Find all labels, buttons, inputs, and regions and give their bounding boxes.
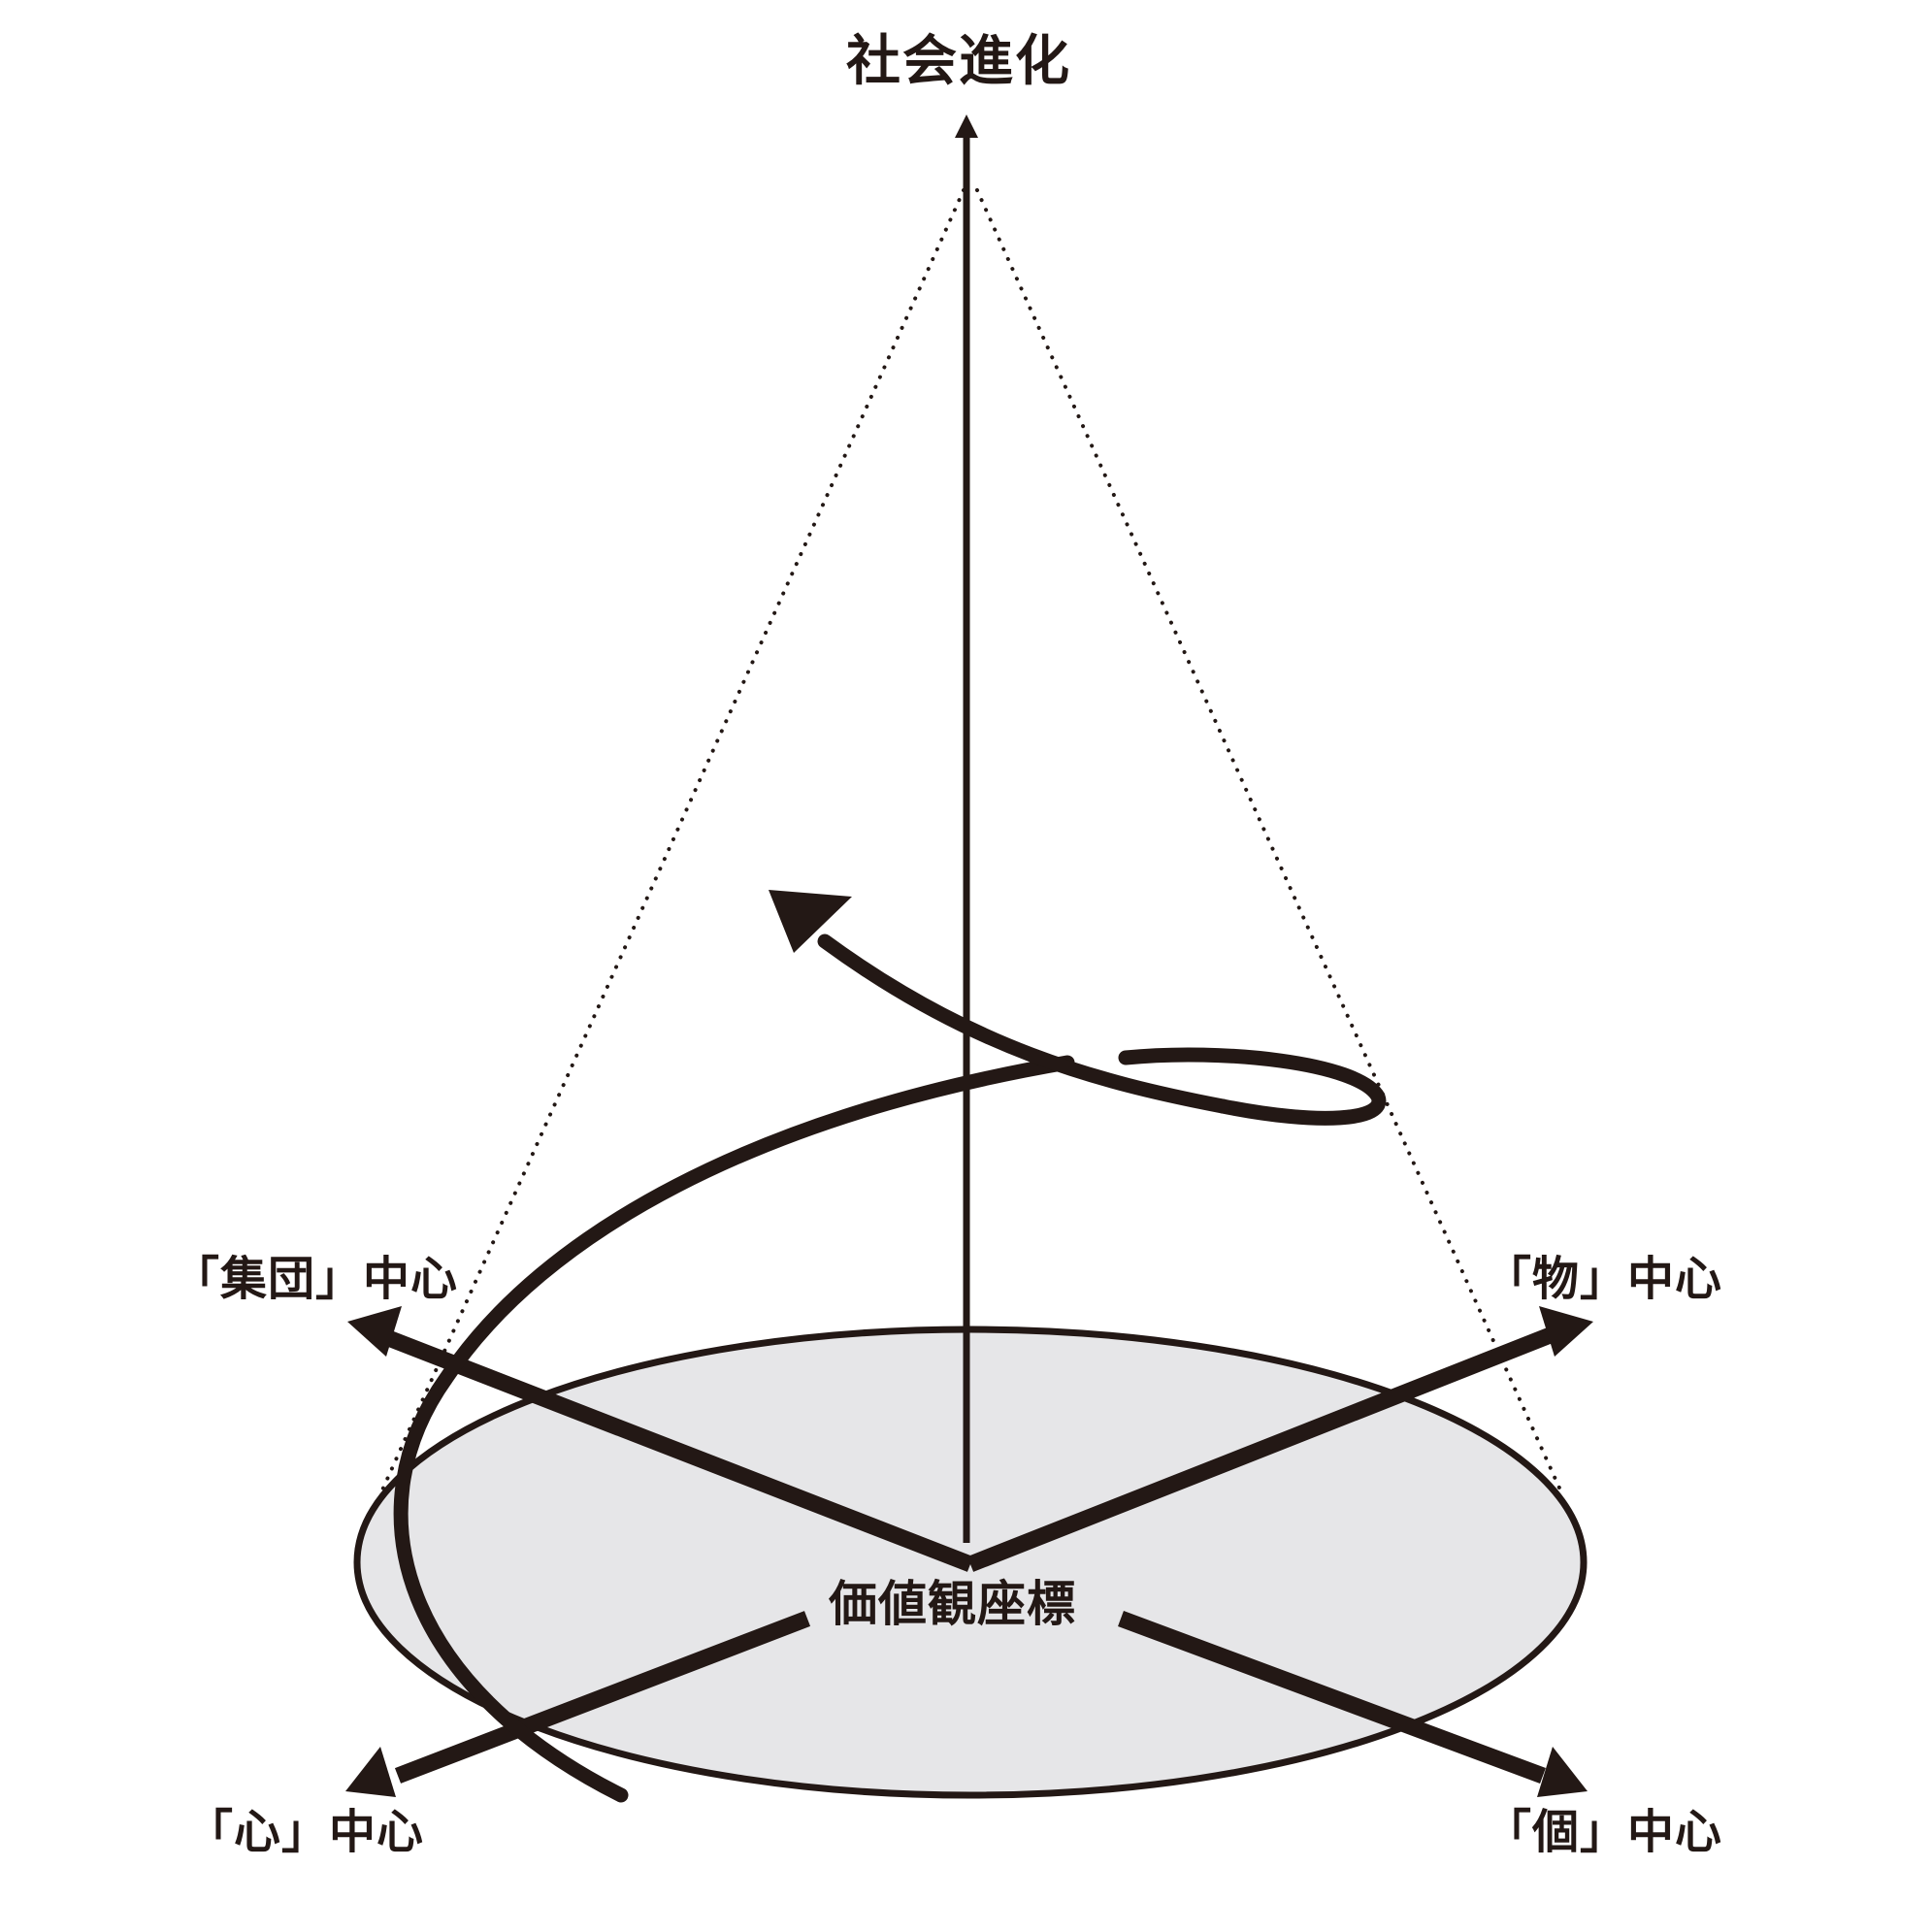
label-individual-centered: 「個」中心 <box>1485 1805 1723 1859</box>
arrowhead-individual-icon <box>1537 1747 1588 1797</box>
label-mind-centered: 「心」中心 <box>186 1805 425 1859</box>
cone-outline <box>378 188 1564 1496</box>
spiral-arrow <box>393 933 1387 1803</box>
arrow-individual-axis <box>1118 1611 1546 1784</box>
label-object-centered: 「物」中心 <box>1485 1252 1723 1306</box>
arrowhead-group-icon <box>347 1306 402 1357</box>
spiral-arrowhead-icon <box>769 890 852 953</box>
axis-arrows <box>375 1326 1556 1784</box>
label-value-coordinates: 価値観座標 <box>823 1580 1082 1628</box>
arrow-group-axis <box>375 1326 974 1572</box>
arrow-mind-axis <box>394 1611 811 1784</box>
arrowhead-mind-icon <box>345 1747 396 1797</box>
vertical-axis-arrowhead-icon <box>955 115 978 138</box>
arrow-object-axis <box>966 1326 1556 1572</box>
title-social-evolution: 社会進化 <box>846 30 1071 93</box>
axis-arrowheads <box>345 1306 1593 1797</box>
label-group-centered: 「集団」中心 <box>173 1252 459 1306</box>
arrowhead-object-icon <box>1539 1306 1593 1357</box>
